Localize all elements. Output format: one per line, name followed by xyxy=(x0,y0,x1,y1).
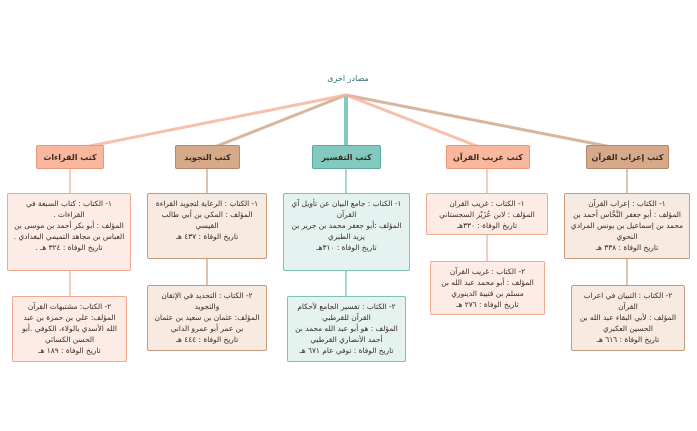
book-author: المؤلف: عثمان بن سعيد بن عثمان بن عمر أب… xyxy=(154,313,260,333)
book-author: المؤلف : المكي بن أبي طالب القيسي xyxy=(161,210,253,230)
category-gharib[interactable]: كتب غريب القرآن xyxy=(446,145,530,169)
book-title: ١- الكتاب : إعراب القرآن xyxy=(588,199,666,208)
book-card-qiraat-2[interactable]: ٢- الكتاب: مشتبهات القرآن المؤلف: علي بن… xyxy=(12,296,127,362)
book-death-date: تاريخ الوفاة : ٢٧٦ هـ xyxy=(456,300,519,309)
root-node[interactable]: مصادر اخرى xyxy=(327,74,369,83)
book-title: ١- الكتاب : كتاب السبعة في القراءات . xyxy=(25,199,113,219)
book-card-tafsir-1[interactable]: ١- الكتاب : جامع البيان عن تأويل آي القر… xyxy=(283,193,410,271)
book-death-date: تاريخ الوفاة : ٤٤٤ هـ xyxy=(175,335,239,344)
book-card-tajwid-1[interactable]: ١- الكتاب : الرعاية لتجويد القراءة المؤل… xyxy=(147,193,267,259)
book-author: المؤلف : أبو جعفر النَّحَّاس أحمد بن محم… xyxy=(570,210,684,241)
book-title: ١- الكتاب : جامع البيان عن تأويل آي القر… xyxy=(291,199,402,219)
book-death-date: تاريخ الوفاة : ٤٣٧ هـ xyxy=(175,232,239,241)
book-death-date: تاريخ الوفاة : ٣٢٤ هـ . xyxy=(35,243,103,252)
book-title: ٢- الكتاب : تفسير الجامع لأحكام القرآن ل… xyxy=(297,302,396,322)
book-title: ٢- الكتاب: مشتبهات القرآن xyxy=(27,302,112,311)
book-author: المؤلف : أبو محمد عبد الله بن مسلم بن قت… xyxy=(441,278,534,298)
book-title: ٢- الكتاب : التبيان في اعراب القرآن xyxy=(583,291,673,311)
book-title: ٢- الكتاب : غريب القرآن xyxy=(449,267,526,276)
book-author: المؤلف : أبو بكر أحمد بن موسى بن العباس … xyxy=(13,221,125,241)
category-qiraat[interactable]: كتب القراءات xyxy=(36,145,104,169)
book-author: المؤلف : لأبي البقاء عبد الله بن الحسين … xyxy=(579,313,677,333)
book-author: المؤلف : هو أبو عبد الله محمد بن أحمد ال… xyxy=(295,324,398,344)
book-death-date: تاريخ الوفاة : ١٨٩ هـ xyxy=(38,346,101,355)
book-card-irab-1[interactable]: ١- الكتاب : إعراب القرآن المؤلف : أبو جع… xyxy=(564,193,690,259)
category-tafsir[interactable]: كتب التفسير xyxy=(312,145,381,169)
book-card-tajwid-2[interactable]: ٢- الكتاب : التحديد في الإتقان والتجويد … xyxy=(147,285,267,351)
book-card-gharib-1[interactable]: ١- الكتاب : غريب القران المؤلف : لابن عُ… xyxy=(426,193,548,235)
book-death-date: تاريخ الوفاة : ٣٣٠هـ xyxy=(456,221,518,230)
book-death-date: تاريخ الوفاة : ٣١٠هـ xyxy=(316,243,377,252)
book-title: ١- الكتاب : الرعاية لتجويد القراءة xyxy=(155,199,259,208)
book-card-qiraat-1[interactable]: ١- الكتاب : كتاب السبعة في القراءات . ال… xyxy=(7,193,131,271)
book-death-date: تاريخ الوفاة : توفي عام ٦٧١ هـ xyxy=(299,346,394,355)
book-author: المؤلف :أبو جعفر محمد بن جرير بن يزيد ال… xyxy=(291,221,402,241)
book-card-tafsir-2[interactable]: ٢- الكتاب : تفسير الجامع لأحكام القرآن ل… xyxy=(287,296,406,362)
book-death-date: تاريخ الوفاة : ٣٣٨ هـ xyxy=(595,243,659,252)
book-author: المؤلف: علي بن حمزة بن عبد الله الأسدي ب… xyxy=(22,313,117,344)
book-card-irab-2[interactable]: ٢- الكتاب : التبيان في اعراب القرآن المؤ… xyxy=(571,285,685,351)
book-title: ١- الكتاب : غريب القران xyxy=(449,199,525,208)
category-irab[interactable]: كتب إعراب القرآن xyxy=(586,145,669,169)
book-title: ٢- الكتاب : التحديد في الإتقان والتجويد xyxy=(161,291,253,311)
book-author: المؤلف : لابن عُزَيْز السجستاني xyxy=(439,210,535,219)
book-death-date: تاريخ الوفاة : ٦١٦ هـ xyxy=(596,335,660,344)
category-tajwid[interactable]: كتب التجويد xyxy=(175,145,240,169)
book-card-gharib-2[interactable]: ٢- الكتاب : غريب القرآن المؤلف : أبو محم… xyxy=(430,261,545,315)
